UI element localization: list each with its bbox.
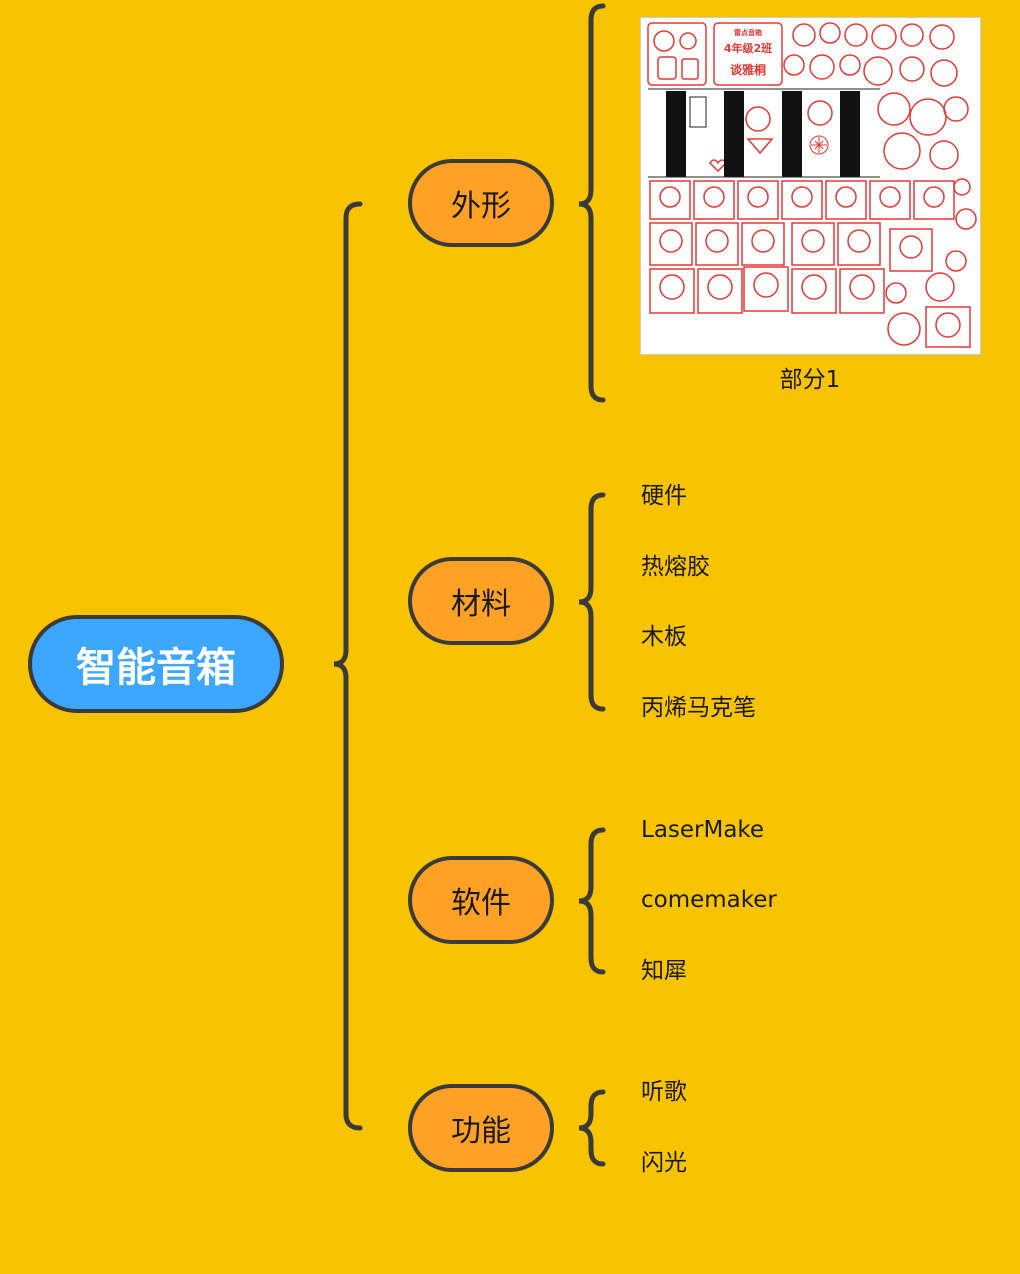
branch-node-functions[interactable]: 功能 [408, 1084, 554, 1172]
laser-cut-design-image[interactable]: 雷点音箱 4年级2班 谈雅桐 [640, 17, 981, 355]
branch-label: 软件 [451, 886, 511, 921]
image-text-line-2: 4年级2班 [724, 41, 772, 55]
branch-label: 功能 [451, 1114, 511, 1149]
branch-brace-materials [578, 492, 606, 712]
laser-cut-design-drawing: 雷点音箱 4年级2班 谈雅桐 [647, 22, 977, 348]
branch-brace-functions [578, 1089, 606, 1167]
leaf-software-lasermake[interactable]: LaserMake [641, 817, 765, 843]
leaf-functions-listen-music[interactable]: 听歌 [641, 1079, 687, 1105]
branch-brace-appearance [578, 3, 606, 403]
branch-node-software[interactable]: 软件 [408, 856, 554, 944]
leaf-software-zhixi[interactable]: 知犀 [641, 958, 687, 984]
leaf-functions-flash-light[interactable]: 闪光 [641, 1150, 687, 1176]
branch-node-materials[interactable]: 材料 [408, 557, 554, 645]
root-brace [333, 201, 363, 1131]
image-text-line-1: 雷点音箱 [734, 28, 762, 37]
leaf-materials-wood-board[interactable]: 木板 [641, 624, 687, 650]
leaf-software-comemaker[interactable]: comemaker [641, 887, 777, 913]
branch-label: 外形 [451, 189, 511, 224]
leaf-materials-hardware[interactable]: 硬件 [641, 483, 687, 509]
root-node[interactable]: 智能音箱 [28, 615, 284, 713]
image-caption: 部分1 [779, 367, 841, 393]
root-label: 智能音箱 [76, 645, 236, 691]
branch-brace-software [578, 827, 606, 975]
leaf-materials-acrylic-marker[interactable]: 丙烯马克笔 [641, 695, 756, 721]
leaf-materials-hot-glue[interactable]: 热熔胶 [641, 554, 710, 580]
branch-node-appearance[interactable]: 外形 [408, 159, 554, 247]
branch-label: 材料 [451, 587, 511, 622]
image-text-line-3: 谈雅桐 [730, 62, 766, 77]
